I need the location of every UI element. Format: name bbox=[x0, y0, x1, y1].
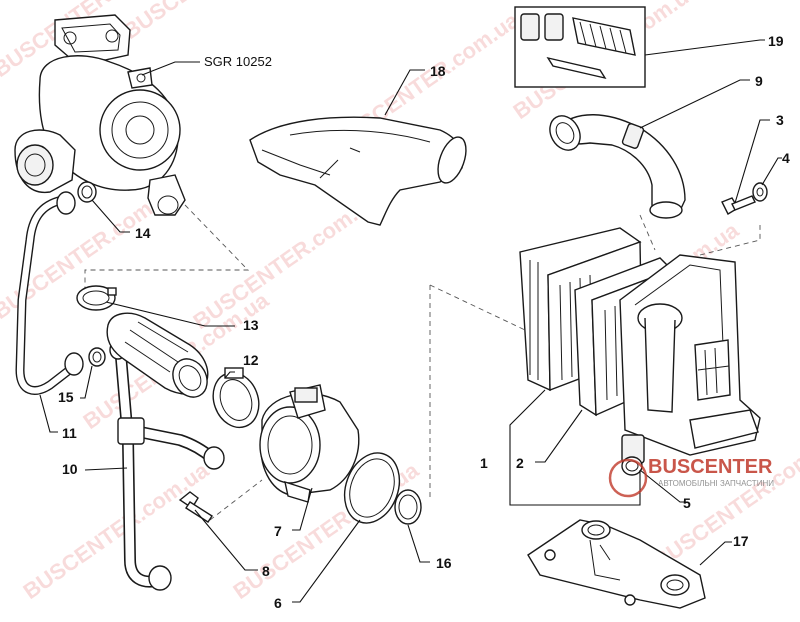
watermark-text: BUSCENTER.com.ua bbox=[649, 427, 800, 574]
hose-clamp bbox=[212, 367, 260, 429]
seal-ring bbox=[77, 181, 97, 203]
callout-12: 12 bbox=[243, 352, 259, 368]
turbocharger bbox=[14, 14, 186, 216]
intake-hose bbox=[106, 312, 209, 398]
logo-name: BUSCENTER bbox=[648, 456, 773, 478]
mounting-bracket bbox=[527, 519, 706, 609]
callout-1: 1 bbox=[480, 455, 488, 471]
callout-13: 13 bbox=[243, 317, 259, 333]
callout-10: 10 bbox=[62, 461, 78, 477]
o-ring-seal bbox=[343, 452, 401, 524]
air-filter-housing bbox=[619, 254, 761, 464]
filter-kit-box bbox=[514, 6, 646, 88]
logo-tagline: АВТОМОБІЛЬНІ ЗАПЧАСТИНИ bbox=[658, 479, 774, 488]
callout-5: 5 bbox=[683, 495, 691, 511]
hose-clamp bbox=[76, 285, 117, 311]
leader-lines bbox=[39, 39, 782, 603]
callout-9: 9 bbox=[755, 73, 763, 89]
callout-3: 3 bbox=[776, 112, 784, 128]
callout-15: 15 bbox=[58, 389, 74, 405]
oil-return-pipe bbox=[15, 191, 84, 395]
callout-18: 18 bbox=[430, 63, 446, 79]
callout-labels: SGR 10252 14 13 12 15 11 10 8 7 6 16 18 … bbox=[58, 33, 790, 611]
callout-19: 19 bbox=[768, 33, 784, 49]
buscenter-logo: BUSCENTER АВТОМОБІЛЬНІ ЗАПЧАСТИНИ bbox=[608, 456, 774, 498]
seal-ring bbox=[88, 347, 106, 367]
bolt bbox=[178, 491, 213, 523]
callout-4: 4 bbox=[782, 150, 790, 166]
callout-17: 17 bbox=[733, 533, 749, 549]
bolt bbox=[721, 195, 756, 215]
air-duct bbox=[249, 116, 467, 226]
callout-2: 2 bbox=[516, 455, 524, 471]
watermark-text: BUSCENTER.com.ua bbox=[19, 457, 214, 604]
o-ring-seal bbox=[394, 489, 422, 525]
watermark-text: BUSCENTER.com.ua bbox=[119, 0, 314, 44]
air-flow-meter bbox=[259, 384, 360, 503]
callout-6: 6 bbox=[274, 595, 282, 611]
callout-7: 7 bbox=[274, 523, 282, 539]
callout-14: 14 bbox=[135, 225, 151, 241]
washer bbox=[752, 182, 768, 202]
callout-16: 16 bbox=[436, 555, 452, 571]
callout-11: 11 bbox=[62, 425, 77, 441]
callout-8: 8 bbox=[262, 563, 270, 579]
elbow-hose bbox=[549, 114, 686, 219]
part-code-label: SGR 10252 bbox=[204, 54, 272, 69]
